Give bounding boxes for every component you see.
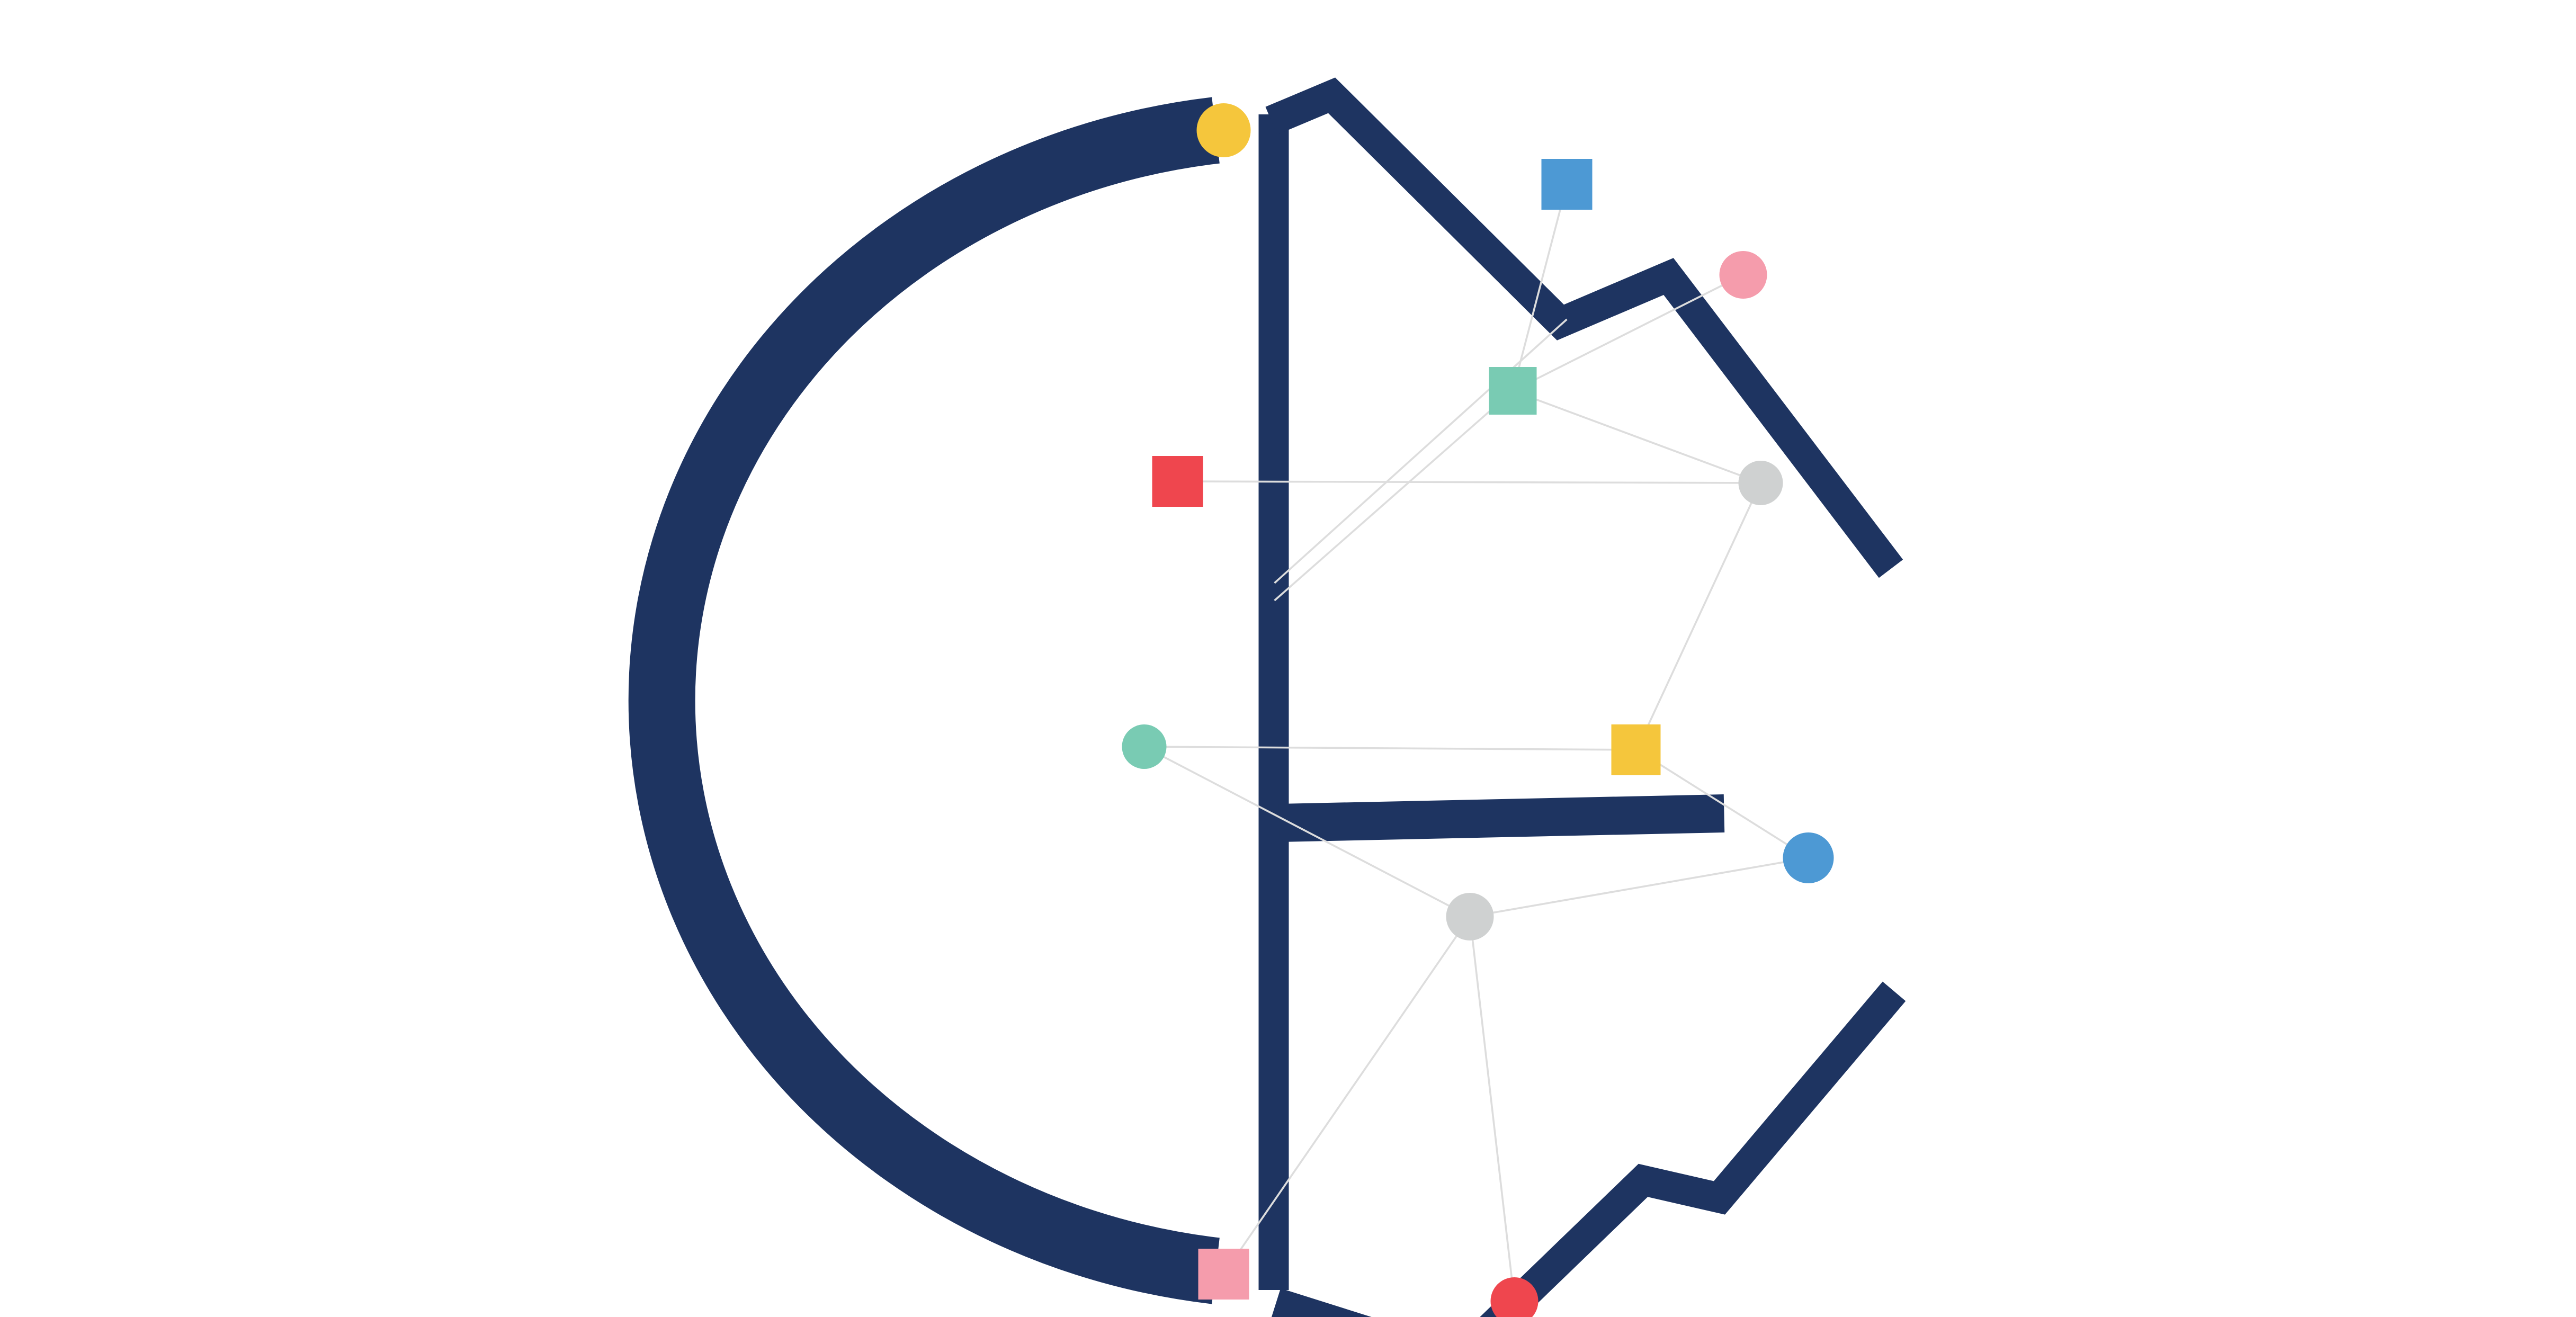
link [1512, 274, 1744, 392]
node-teal-square [1489, 367, 1537, 415]
node-teal-circle [1122, 724, 1167, 769]
node-blue-circle [1783, 832, 1834, 883]
link [1144, 746, 1637, 751]
link [1143, 746, 1471, 918]
node-blue-square [1541, 159, 1593, 210]
node-pink-square [1198, 1249, 1249, 1300]
top-zigzag [1265, 77, 1903, 578]
node-pink-circle [1719, 251, 1767, 299]
link [1470, 857, 1809, 918]
c-arc [628, 97, 1220, 1304]
node-red-circle [1490, 1277, 1539, 1317]
link [1223, 916, 1471, 1275]
link [1635, 482, 1762, 750]
logo-shapes [628, 77, 1906, 1317]
link [1177, 480, 1761, 484]
bottom-zigzag [1271, 981, 1906, 1317]
link [1511, 184, 1568, 391]
node-yellow-circle [1196, 103, 1251, 157]
link [1274, 318, 1568, 584]
link [1274, 390, 1514, 602]
node-red-square [1152, 456, 1203, 507]
node-yellow-square [1611, 724, 1661, 775]
link [1636, 749, 1809, 859]
node-gray-circle [1446, 893, 1494, 940]
link [1512, 390, 1761, 484]
node-gray-circle [1738, 461, 1783, 505]
vertical-bar [1258, 114, 1289, 1290]
middle-bar [1278, 794, 1725, 842]
network-nodes [1122, 103, 1834, 1317]
link [1469, 916, 1516, 1302]
network-links [1143, 184, 1809, 1302]
